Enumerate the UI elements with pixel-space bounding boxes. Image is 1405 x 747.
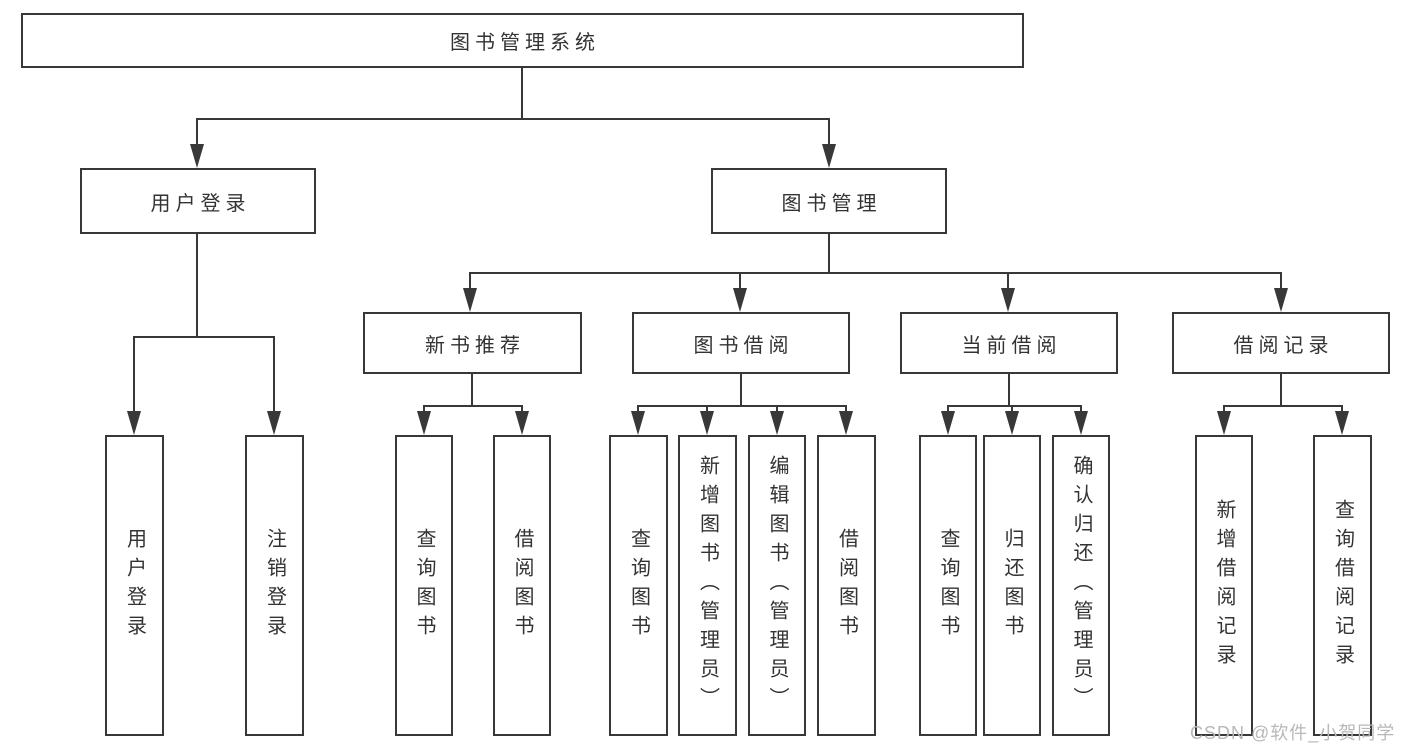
node-user-login-module: 用户登录 (80, 168, 316, 234)
arrow-down-icon (700, 411, 714, 435)
node-label: 借阅记录 (1233, 334, 1334, 357)
connector-line (521, 405, 523, 413)
connector-line (1007, 272, 1009, 290)
node-label: 新书推荐 (425, 334, 525, 357)
connector-line (133, 336, 275, 338)
leaf-query-books-3: 查询图书 (919, 435, 977, 736)
node-label: 编辑图书（管理员） (766, 455, 788, 716)
arrow-down-icon (127, 411, 141, 435)
connector-line (471, 374, 473, 405)
connector-line (1280, 374, 1282, 405)
node-book-management-module: 图书管理 (711, 168, 947, 234)
arrow-down-icon (190, 144, 204, 168)
connector-line (423, 405, 523, 407)
node-label: 新增图书（管理员） (696, 455, 719, 716)
node-label: 查询借阅记录 (1331, 498, 1354, 673)
connector-line (947, 405, 1082, 407)
arrow-down-icon (733, 288, 747, 312)
arrow-down-icon (770, 411, 784, 435)
connector-line (197, 118, 830, 120)
node-label: 借阅图书 (511, 527, 533, 644)
arrow-down-icon (1217, 411, 1231, 435)
node-label: 查询图书 (627, 527, 650, 644)
leaf-borrow-books-2: 借阅图书 (817, 435, 876, 736)
node-label: 查询图书 (937, 527, 959, 644)
node-borrowing-records: 借阅记录 (1172, 312, 1390, 374)
connector-line (1011, 405, 1013, 413)
connector-line (706, 405, 708, 413)
connector-line (776, 405, 778, 413)
node-label: 注销登录 (263, 527, 286, 644)
connector-line (637, 405, 639, 413)
connector-line (1008, 374, 1010, 405)
node-label: 当前借阅 (961, 334, 1062, 357)
connector-line (1080, 405, 1082, 413)
arrow-down-icon (417, 411, 431, 435)
connector-line (1223, 405, 1343, 407)
arrow-down-icon (822, 144, 836, 168)
node-label: 图书借阅 (693, 334, 794, 357)
node-label: 借阅图书 (835, 527, 858, 644)
connector-line (947, 405, 949, 413)
leaf-query-books-2: 查询图书 (609, 435, 668, 736)
node-book-management-system: 图书管理系统 (21, 13, 1024, 68)
connector-line (133, 336, 135, 414)
leaf-query-books-1: 查询图书 (395, 435, 453, 736)
arrow-down-icon (1274, 288, 1288, 312)
leaf-logout: 注销登录 (245, 435, 304, 736)
connector-line (828, 234, 830, 272)
node-label: 查询图书 (413, 527, 435, 644)
connector-line (196, 118, 198, 147)
node-current-borrowing: 当前借阅 (900, 312, 1118, 374)
connector-line (273, 336, 275, 414)
leaf-add-books-admin: 新增图书（管理员） (678, 435, 737, 736)
arrow-down-icon (1005, 411, 1019, 435)
arrow-down-icon (839, 411, 853, 435)
connector-line (196, 234, 198, 336)
node-label: 用户登录 (123, 527, 146, 644)
connector-line (828, 118, 830, 147)
arrow-down-icon (267, 411, 281, 435)
connector-line (845, 405, 847, 413)
connector-line (740, 374, 742, 405)
arrow-down-icon (463, 288, 477, 312)
connector-line (1223, 405, 1225, 413)
node-label: 图书管理系统 (450, 32, 600, 54)
node-label: 归还图书 (1001, 527, 1023, 644)
arrow-down-icon (1074, 411, 1088, 435)
node-label: 新增借阅记录 (1213, 498, 1235, 673)
connector-line (1341, 405, 1343, 413)
connector-line (637, 405, 847, 407)
leaf-query-borrow-record: 查询借阅记录 (1313, 435, 1372, 736)
leaf-return-books: 归还图书 (983, 435, 1041, 736)
node-new-book-recommend: 新书推荐 (363, 312, 582, 374)
leaf-edit-books-admin: 编辑图书（管理员） (748, 435, 806, 736)
leaf-add-borrow-record: 新增借阅记录 (1195, 435, 1253, 736)
node-book-borrowing: 图书借阅 (632, 312, 850, 374)
connector-line (521, 68, 523, 118)
connector-line (470, 272, 1281, 274)
connector-line (739, 272, 741, 290)
connector-line (1280, 272, 1282, 290)
arrow-down-icon (941, 411, 955, 435)
leaf-confirm-return-admin: 确认归还（管理员） (1052, 435, 1110, 736)
watermark: CSDN @软件_小贺同学 (1190, 723, 1396, 743)
arrow-down-icon (1001, 288, 1015, 312)
node-label: 确认归还（管理员） (1070, 455, 1092, 716)
leaf-borrow-books-1: 借阅图书 (493, 435, 551, 736)
leaf-user-login: 用户登录 (105, 435, 164, 736)
connector-line (423, 405, 425, 413)
arrow-down-icon (1335, 411, 1349, 435)
arrow-down-icon (515, 411, 529, 435)
node-label: 图书管理 (781, 192, 882, 215)
connector-line (469, 272, 471, 290)
node-label: 用户登录 (150, 192, 251, 215)
arrow-down-icon (631, 411, 645, 435)
